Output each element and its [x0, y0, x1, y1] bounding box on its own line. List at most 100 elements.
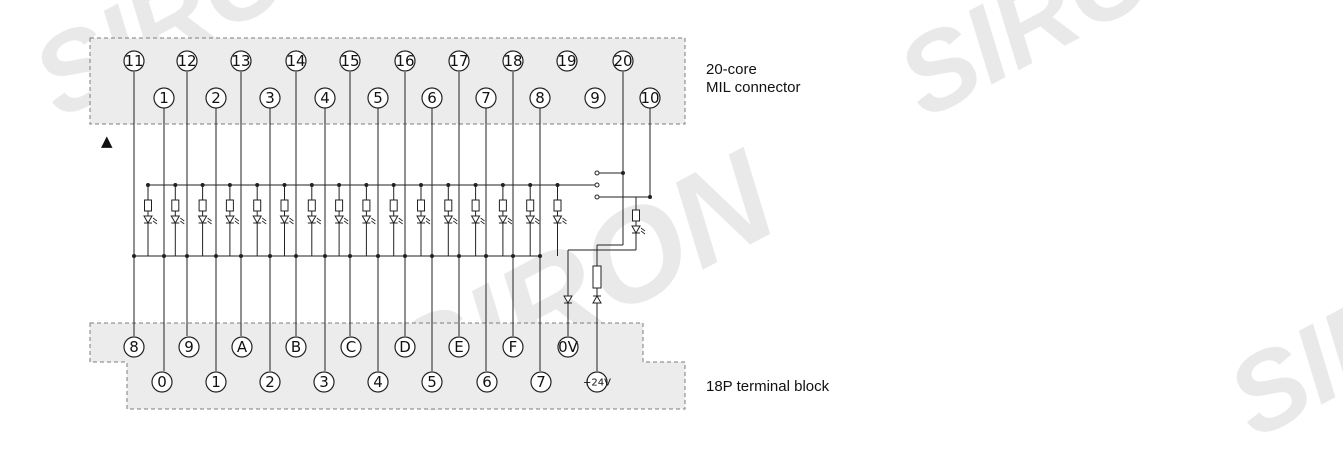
- mil-pin-15: 15: [339, 50, 361, 72]
- pin-label: 6: [427, 89, 437, 107]
- led-light-arrows: [152, 217, 158, 225]
- led-light-arrows: [398, 217, 403, 225]
- pin-circle: [584, 87, 606, 109]
- junction-dot: [376, 254, 380, 258]
- pin-circle: [151, 371, 173, 393]
- junction-dot: [621, 171, 625, 175]
- resistor-icon: [225, 199, 234, 212]
- junction-dot: [173, 183, 178, 187]
- pin-label: D: [399, 338, 411, 356]
- protection-diode-icon: [563, 295, 573, 305]
- pin-label: 7: [481, 89, 491, 107]
- terminal-pin-B: B: [285, 336, 307, 358]
- switch-contact: [594, 182, 600, 188]
- pin-circle: [153, 87, 175, 109]
- switch-contact: [594, 170, 600, 176]
- mil-pin-8: 8: [529, 87, 551, 109]
- pin-label: 5: [427, 373, 437, 391]
- pin-circle: [339, 50, 361, 72]
- led-diode-icon: [552, 215, 563, 225]
- mil-pin-5: 5: [367, 87, 389, 109]
- terminal-pin-1: 1: [205, 371, 227, 393]
- pin-label: 2: [265, 373, 275, 391]
- junction-dot: [214, 254, 218, 258]
- led-light-arrows: [640, 227, 646, 235]
- junction-dot: [309, 183, 314, 187]
- pin-circle: [367, 87, 389, 109]
- pin-circle: [123, 50, 145, 72]
- pin-label: 1: [159, 89, 169, 107]
- resistor-icon: [417, 199, 425, 212]
- mil-pin-9: 9: [584, 87, 606, 109]
- resistor-icon: [335, 199, 344, 212]
- junction-dot: [268, 254, 272, 258]
- mil-pin-19: 19: [556, 50, 578, 72]
- pin-circle: [502, 336, 524, 358]
- terminal-pin-0V: 0V: [557, 336, 579, 358]
- junction-dot: [500, 183, 505, 187]
- mil-pin-14: 14: [285, 50, 307, 72]
- junction-dot: [294, 254, 298, 258]
- pin-circle: [586, 371, 608, 393]
- junction-dot: [391, 183, 396, 187]
- led-light-arrows: [234, 217, 240, 225]
- pin-circle: [123, 336, 145, 358]
- pin-circle: [259, 371, 281, 393]
- terminal-block-label: 18P terminal block: [706, 378, 830, 395]
- resistor-icon: [632, 209, 640, 222]
- terminal-pin-3: 3: [313, 371, 335, 393]
- pin-label: C: [346, 338, 356, 356]
- mil-pin-2: 2: [205, 87, 227, 109]
- pin-label: 8: [535, 89, 545, 107]
- mil-pin-1: 1: [153, 87, 175, 109]
- terminal-pin-D: D: [394, 336, 416, 358]
- pin-circle: [285, 50, 307, 72]
- pin-circle: [394, 336, 416, 358]
- pin-label: 3: [319, 373, 329, 391]
- junction-dot: [348, 254, 352, 258]
- resistor-icon: [171, 199, 180, 212]
- junction-dot: [200, 183, 205, 187]
- resistor-icon: [362, 199, 371, 212]
- supply-diode-icon: [592, 294, 602, 304]
- pin-label: 0: [157, 373, 167, 391]
- pin-label: 4: [373, 373, 383, 391]
- pin-circle: [367, 371, 389, 393]
- led-components: [132, 170, 652, 305]
- resistor-icon: [198, 199, 207, 212]
- resistor-icon: [389, 199, 398, 212]
- junction-dot: [511, 254, 515, 258]
- led-diode-icon: [443, 215, 454, 225]
- pin-circle: [259, 87, 281, 109]
- led-diode-icon: [279, 215, 290, 225]
- pin-circle: [205, 87, 227, 109]
- pin-label: 16: [395, 52, 414, 70]
- pin-label: 1: [211, 373, 221, 391]
- junction-dot: [337, 183, 342, 187]
- pin-label: 9: [184, 338, 194, 356]
- pin-circle: [421, 87, 443, 109]
- led-light-arrows: [316, 217, 322, 225]
- pin-circle: [176, 50, 198, 72]
- pin-circle: [205, 371, 227, 393]
- junction-dot: [282, 183, 287, 187]
- led-diode-icon: [197, 215, 208, 225]
- led-diode-icon: [416, 215, 426, 225]
- junction-dot: [323, 254, 327, 258]
- junction-dot: [162, 254, 166, 258]
- terminal-pin-5: 5: [421, 371, 443, 393]
- junction-dot: [419, 183, 423, 187]
- pin-circle: [475, 87, 497, 109]
- terminal-pin-0: 0: [151, 371, 173, 393]
- mil-connector-housing: [89, 37, 686, 125]
- terminal-block-housing: [89, 322, 686, 410]
- terminal-pin-2: 2: [259, 371, 281, 393]
- pin-label: F: [509, 338, 518, 356]
- pin-label: 14: [286, 52, 305, 70]
- mil-pin-12: 12: [176, 50, 198, 72]
- led-light-arrows: [480, 217, 485, 225]
- pin-circle: [421, 371, 443, 393]
- pin-label: 2: [211, 89, 221, 107]
- junction-dot: [538, 254, 542, 258]
